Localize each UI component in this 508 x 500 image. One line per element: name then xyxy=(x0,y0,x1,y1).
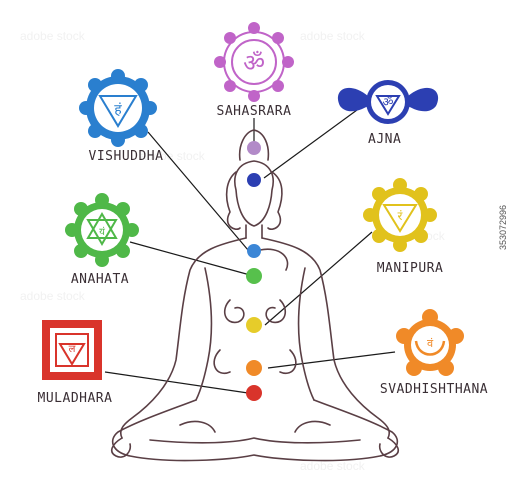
sahasrara-glyph: ॐ xyxy=(243,49,265,77)
label-manipura: MANIPURA xyxy=(377,261,444,276)
left-hand xyxy=(110,437,132,458)
leader-line-svadhishthana xyxy=(267,351,396,369)
torso-right xyxy=(297,267,315,401)
dot-sahasrara xyxy=(247,141,261,155)
anahata-glyph: यं xyxy=(99,226,105,238)
manipura-symbol: रं xyxy=(363,178,437,252)
ajna-glyph: ॐ xyxy=(383,95,394,109)
svadhishthana-symbol: वं xyxy=(396,309,464,376)
label-svadhishthana: SVADHISHTHANA xyxy=(380,382,488,397)
meditating-figure xyxy=(110,129,400,462)
svadhishthana-glyph: वं xyxy=(427,337,434,350)
figure-head xyxy=(234,160,274,227)
watermark-text: adobe stock xyxy=(20,29,86,43)
watermark-text: adobe stock xyxy=(300,29,366,43)
vishuddha-glyph: हं xyxy=(114,102,122,118)
dot-anahata xyxy=(246,268,262,284)
leader-line-anahata xyxy=(129,241,251,276)
dot-muladhara xyxy=(246,385,262,401)
chakra-dots xyxy=(246,141,262,401)
muladhara-glyph: लं xyxy=(69,343,76,355)
leader-line-manipura xyxy=(264,231,373,326)
muladhara-symbol: लं xyxy=(42,320,102,380)
label-ajna: AJNA xyxy=(368,132,401,147)
vishuddha-symbol: हं xyxy=(79,69,157,147)
label-vishuddha: VISHUDDHA xyxy=(89,149,164,164)
sahasrara-symbol: ॐ xyxy=(214,22,294,102)
label-muladhara: MULADHARA xyxy=(38,391,113,406)
torso-left xyxy=(195,267,213,401)
dot-svadhishthana xyxy=(246,360,262,376)
leader-lines xyxy=(104,109,396,394)
right-arm xyxy=(261,237,391,439)
legs xyxy=(111,399,399,462)
ajna-symbol: ॐ xyxy=(337,80,439,124)
anahata-symbol: यं xyxy=(65,193,139,267)
right-hand xyxy=(378,437,400,458)
stock-id: 353072996 xyxy=(498,204,508,250)
hair-bun xyxy=(238,129,270,161)
manipura-glyph: रं xyxy=(398,209,404,223)
leader-line-muladhara xyxy=(104,371,249,394)
dot-manipura xyxy=(246,317,262,333)
dot-vishuddha xyxy=(247,244,261,258)
watermark-text: adobe stock xyxy=(300,459,366,473)
watermark-text: adobe stock xyxy=(140,149,206,163)
leader-line-ajna xyxy=(263,109,358,179)
dot-ajna xyxy=(247,173,261,187)
label-sahasrara: SAHASRARA xyxy=(217,104,292,119)
watermark-text: adobe stock xyxy=(20,289,86,303)
left-arm xyxy=(119,237,247,439)
label-anahata: ANAHATA xyxy=(71,272,129,287)
leader-line-vishuddha xyxy=(147,131,249,251)
